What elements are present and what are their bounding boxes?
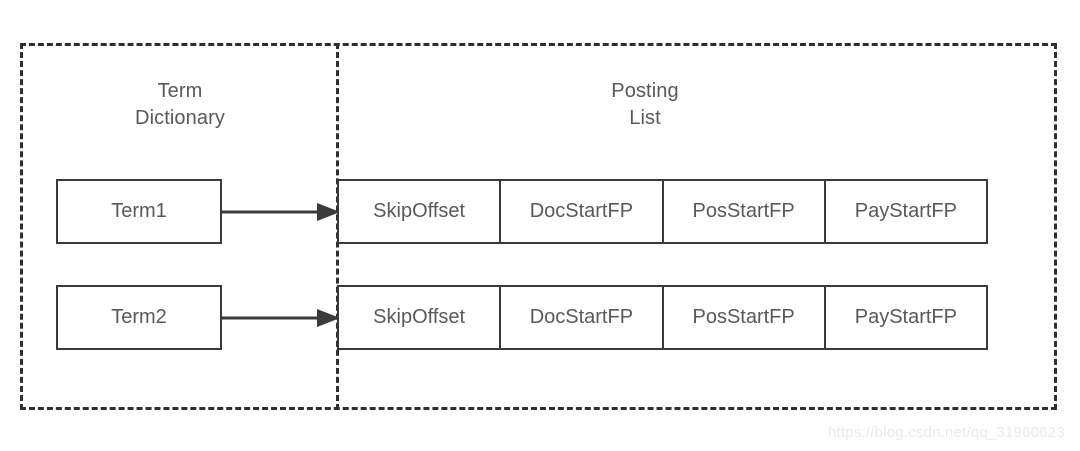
outer-dashed-frame [20, 43, 1057, 410]
term-dictionary-caption: Term Dictionary [135, 80, 225, 129]
posting-cell-posstartfp[interactable]: PosStartFP [664, 287, 826, 348]
posting-cell-skipoffset[interactable]: SkipOffset [339, 287, 502, 348]
posting-cell-skipoffset[interactable]: SkipOffset [339, 181, 502, 242]
posting-list-row-1: SkipOffset DocStartFP PosStartFP PayStar… [337, 179, 988, 244]
posting-list-row-2: SkipOffset DocStartFP PosStartFP PayStar… [337, 285, 988, 350]
arrow-connector-1 [221, 202, 341, 222]
term-box-1-label: Term1 [111, 200, 167, 222]
term-box-2-label: Term2 [111, 306, 167, 328]
posting-cell-docstartfp[interactable]: DocStartFP [501, 181, 664, 242]
term-box-1[interactable]: Term1 [56, 179, 222, 244]
watermark-url: https://blog.csdn.net/qq_31960623 [828, 424, 1065, 441]
arrow-connector-2 [221, 308, 341, 328]
posting-cell-docstartfp[interactable]: DocStartFP [501, 287, 664, 348]
posting-cell-paystartfp[interactable]: PayStartFP [854, 200, 957, 222]
posting-cell-posstartfp[interactable]: PosStartFP [664, 181, 826, 242]
term-box-2[interactable]: Term2 [56, 285, 222, 350]
posting-cell-paystartfp[interactable]: PayStartFP [854, 306, 957, 328]
posting-list-caption: Posting List [611, 80, 679, 129]
